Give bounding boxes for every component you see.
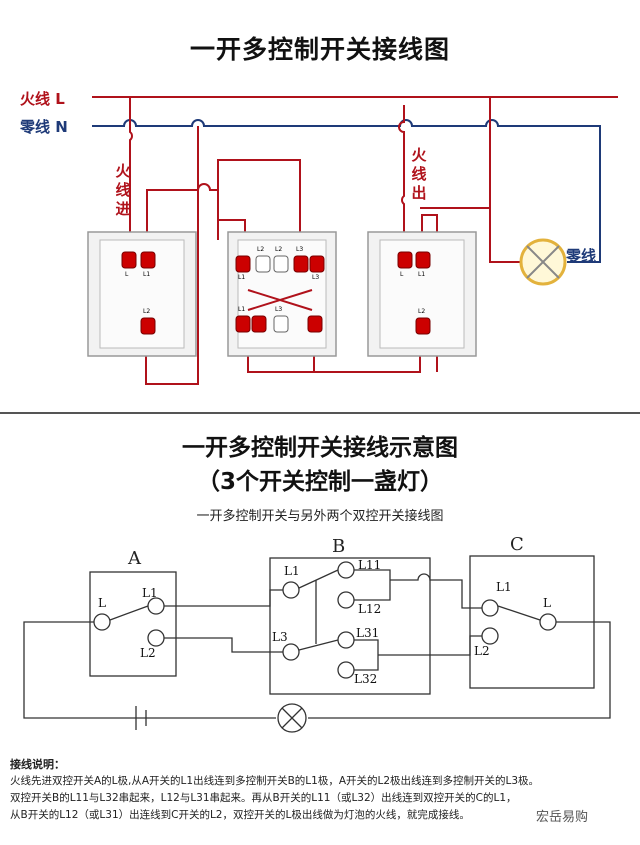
bottom-schematic bbox=[23, 555, 611, 730]
watermark: 宏岳易购 bbox=[536, 810, 589, 825]
c-term-l1: L1 bbox=[496, 580, 512, 594]
mid-term-4: L1 bbox=[238, 274, 246, 281]
notes-line-2: 双控开关B的L11与L32串起来，L12与L31串起来。再从B开关的L11（或L… bbox=[10, 792, 517, 804]
right-term-l: L bbox=[400, 271, 404, 278]
lamp-icon bbox=[519, 238, 567, 286]
switch-right bbox=[367, 231, 477, 357]
mid-term-7: L3 bbox=[275, 306, 283, 313]
mid-term-5: L3 bbox=[312, 274, 320, 281]
b-term-l11: L11 bbox=[358, 558, 382, 572]
b-term-l31: L31 bbox=[356, 626, 380, 640]
neutral-wire-label: 零线 N bbox=[20, 118, 68, 136]
b-term-l3: L3 bbox=[272, 630, 288, 644]
bottom-title: 一开多控制开关接线示意图 bbox=[182, 435, 458, 461]
notes-line-3: 从B开关的L12（或L31）出连线到C开关的L2，双控开关的L极出线做为灯泡的火… bbox=[10, 809, 470, 821]
left-term-l2: L2 bbox=[143, 308, 151, 315]
notes-line-1: 火线先进双控开关A的L极,从A开关的L1出线连到多控制开关B的L1极，A开关的L… bbox=[10, 775, 540, 787]
switch-left bbox=[87, 231, 197, 357]
a-term-l2: L2 bbox=[140, 646, 156, 660]
lamp-neutral-label: 零线 bbox=[566, 247, 597, 265]
left-term-l1: L1 bbox=[143, 271, 151, 278]
switch-b-name: B bbox=[332, 536, 346, 557]
mid-term-3: L3 bbox=[296, 246, 304, 253]
wiring-notes: 接线说明： 火线先进双控开关A的L极,从A开关的L1出线连到多控制开关B的L1极… bbox=[10, 756, 632, 824]
b-term-l1: L1 bbox=[284, 564, 300, 578]
live-in-label: 火线进 bbox=[115, 162, 131, 218]
right-term-l1: L1 bbox=[418, 271, 426, 278]
switch-c-name: C bbox=[510, 534, 524, 555]
section-divider bbox=[0, 412, 640, 414]
c-term-l2: L2 bbox=[474, 644, 490, 658]
live-wire-label: 火线 L bbox=[20, 90, 65, 108]
bottom-subtitle: 一开多控制开关与另外两个双控开关接线图 bbox=[196, 509, 444, 524]
a-term-l: L bbox=[98, 596, 106, 610]
a-term-l1: L1 bbox=[142, 586, 158, 600]
right-term-l2: L2 bbox=[418, 308, 426, 315]
switch-middle bbox=[227, 231, 337, 357]
top-diagram-title: 一开多控制开关接线图 bbox=[189, 35, 450, 64]
bottom-title-sub: （3个开关控制一盏灯） bbox=[196, 469, 443, 495]
notes-title: 接线说明： bbox=[10, 758, 65, 771]
mid-term-6: L1 bbox=[238, 306, 246, 313]
bottom-lamp-icon bbox=[277, 703, 307, 733]
b-term-l32: L32 bbox=[354, 672, 378, 686]
c-term-l: L bbox=[543, 596, 551, 610]
live-out-label: 火线出 bbox=[411, 146, 427, 202]
switch-a-name: A bbox=[128, 548, 141, 569]
b-term-l12: L12 bbox=[358, 602, 382, 616]
mid-term-1: L2 bbox=[257, 246, 265, 253]
mid-term-2: L2 bbox=[275, 246, 283, 253]
left-term-l: L bbox=[125, 271, 129, 278]
